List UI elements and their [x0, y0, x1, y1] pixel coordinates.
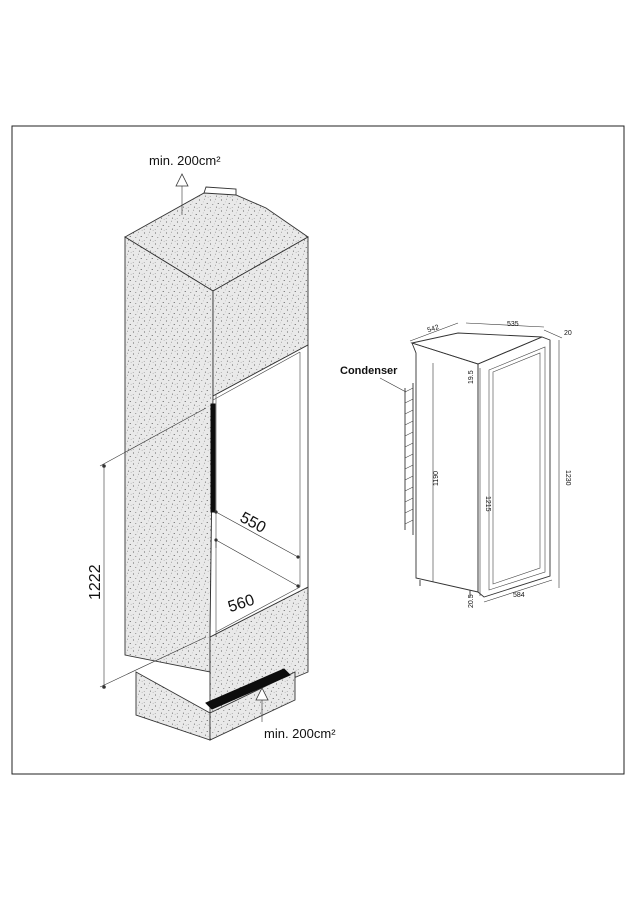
bottom-vent-label: min. 200cm² [264, 726, 336, 741]
body-height-label: 1190 [433, 471, 440, 486]
condenser-label: Condenser [340, 365, 398, 377]
top-vent-arrow: min. 200cm² [149, 153, 221, 215]
appliance-door [477, 336, 551, 598]
drawing-frame [11, 125, 625, 775]
bottom-width-label: 584 [513, 592, 525, 599]
bottom-vent-slot [205, 668, 291, 710]
top-gap-label: 19.5 [468, 370, 475, 384]
niche-opening [209, 344, 309, 638]
bottom-gap-label: 20.5 [468, 594, 475, 608]
cabinet-side-face [124, 236, 214, 673]
niche-left-jamb [210, 403, 216, 513]
width-top-label: 535 [507, 321, 519, 328]
door-height-label: 1215 [484, 496, 491, 512]
height-dimension: 1222 [87, 407, 207, 689]
top-vent-label: min. 200cm² [149, 153, 221, 168]
condenser-grille [404, 383, 414, 535]
height-label: 1222 [87, 564, 104, 600]
appliance-door-glass [492, 352, 541, 585]
cabinet-plinth [135, 671, 211, 741]
depth-body-label: 542 [427, 324, 440, 334]
appliance-drawing: Condenser 542 535 20 1230 1190 1215 19.5… [340, 321, 572, 608]
door-offset-label: 20 [564, 330, 572, 337]
cabinet-niche: 550 560 1222 min. 200cm² [87, 153, 336, 741]
bottom-vent-arrow: min. 200cm² [255, 687, 336, 741]
total-height-label: 1230 [564, 470, 571, 486]
appliance-top [410, 332, 543, 365]
